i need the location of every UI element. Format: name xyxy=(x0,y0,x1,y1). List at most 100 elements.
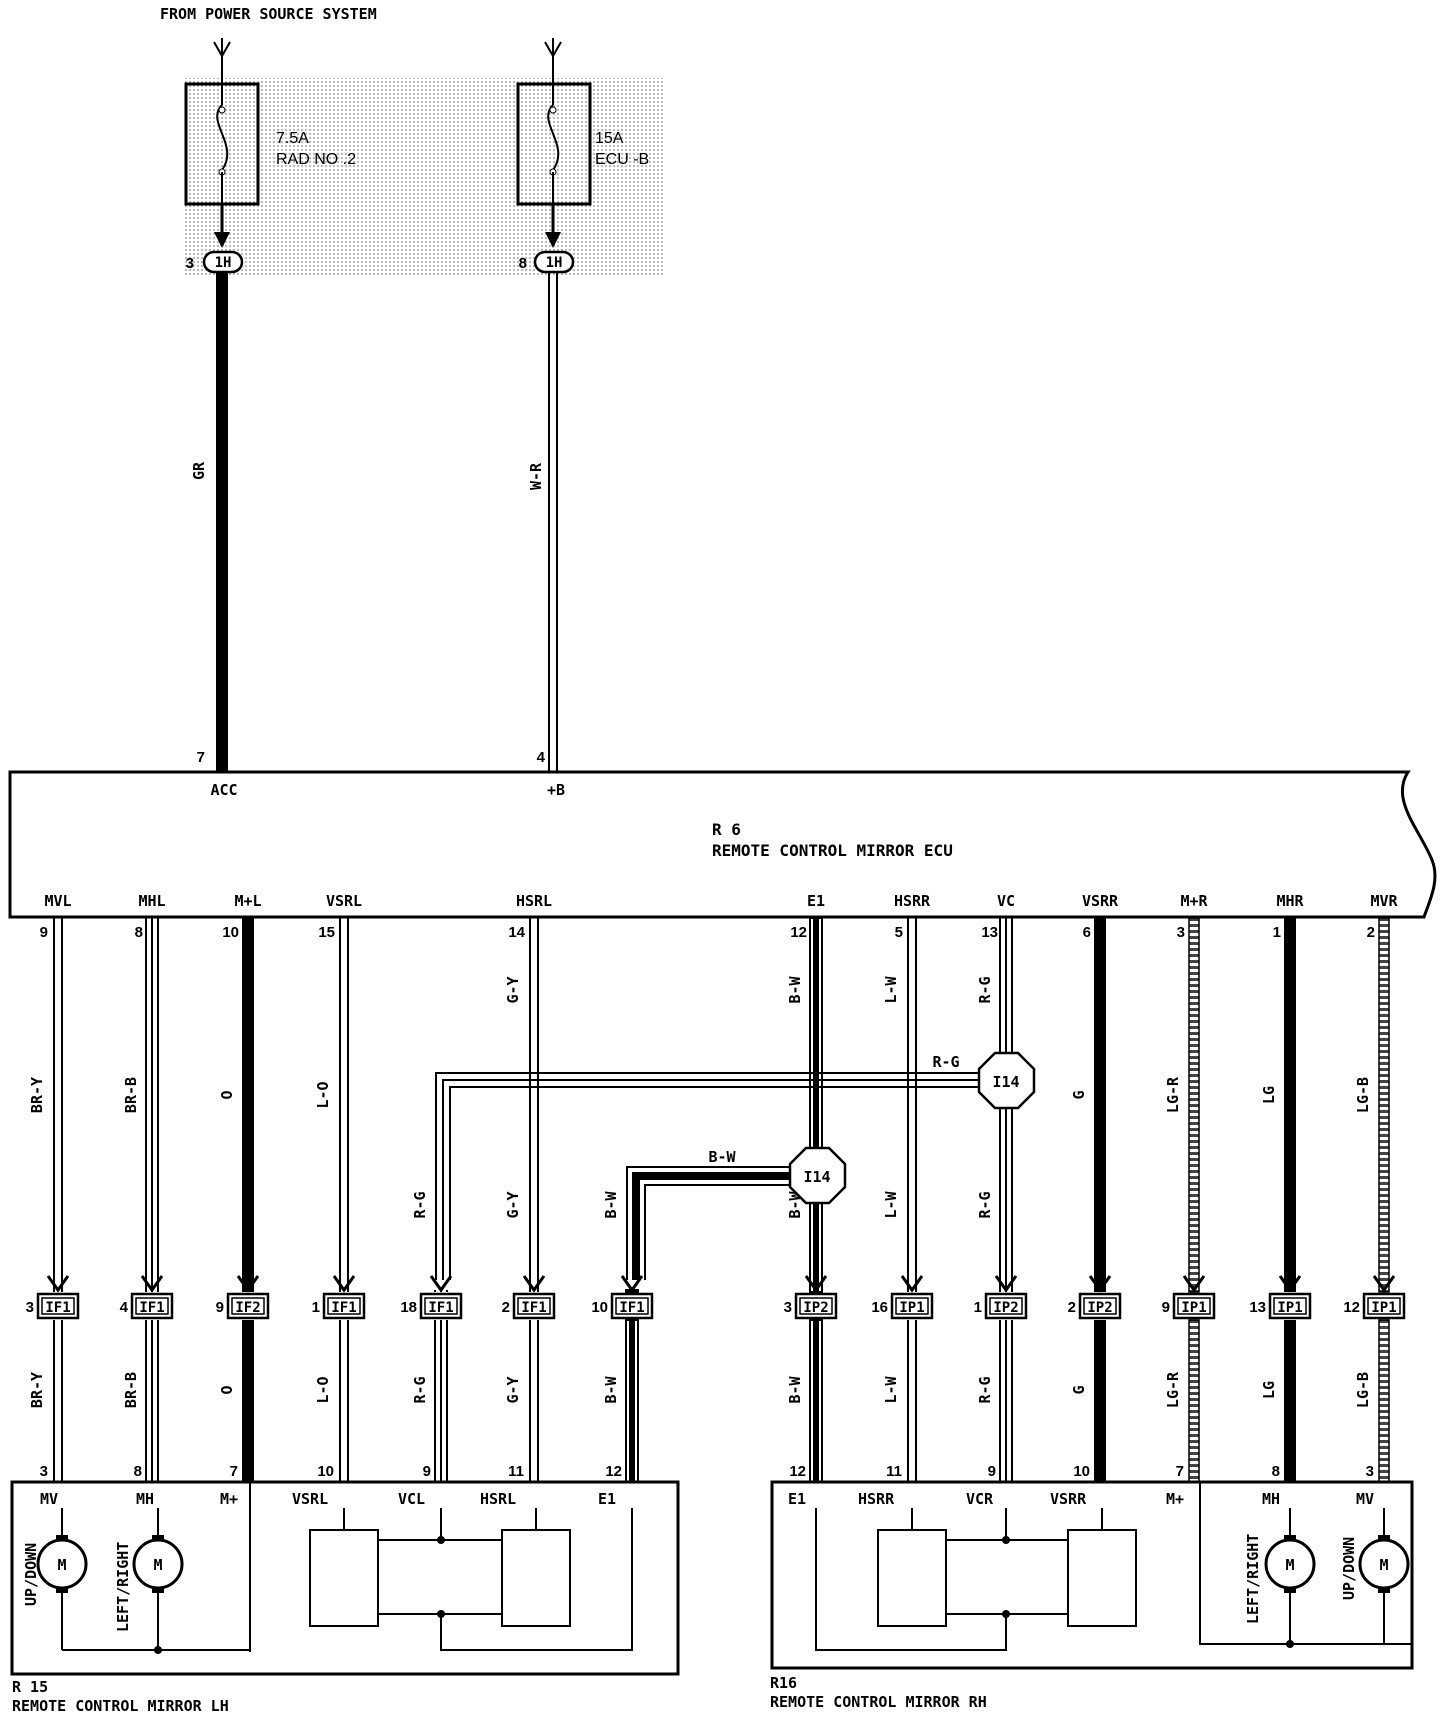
wire-color-upper: L-O xyxy=(314,1081,332,1108)
wire-color-upper: BR-Y xyxy=(28,1077,46,1113)
fuse-rad-no2: 7.5A RAD NO .2 xyxy=(184,82,356,206)
svg-text:IP1: IP1 xyxy=(1371,1300,1396,1316)
svg-text:14: 14 xyxy=(508,924,525,941)
svg-text:3: 3 xyxy=(1177,924,1185,941)
mirror-pin: 3 xyxy=(40,1463,48,1480)
svg-text:VCL: VCL xyxy=(398,1490,425,1508)
svg-text:9: 9 xyxy=(1162,1299,1170,1316)
fuse-icon xyxy=(547,104,560,171)
wire-color-lower: G xyxy=(1070,1385,1088,1394)
ecu-terminal-acc: ACC xyxy=(210,781,237,799)
svg-text:MHL: MHL xyxy=(138,892,165,910)
svg-text:UP/DOWN: UP/DOWN xyxy=(22,1543,40,1606)
svg-text:M+: M+ xyxy=(220,1490,238,1508)
svg-text:E1: E1 xyxy=(807,892,825,910)
wire-color-upper: R-G xyxy=(411,1191,429,1218)
wire-color-upper: BR-B xyxy=(122,1077,140,1113)
ecu-terminals: MVL MHL M+L VSRL HSRL E1 HSRR VC VSRR M+… xyxy=(40,892,1399,941)
svg-text:LEFT/RIGHT: LEFT/RIGHT xyxy=(1244,1534,1262,1624)
svg-text:1: 1 xyxy=(312,1299,320,1316)
input-arrow-icon xyxy=(213,38,562,84)
ecu-pin-acc: 7 xyxy=(197,749,205,766)
wire-color-lower: R-G xyxy=(976,1376,994,1403)
wire-arrow-icon xyxy=(1182,1275,1206,1293)
svg-text:3: 3 xyxy=(784,1299,792,1316)
ecu-box xyxy=(8,770,1437,919)
svg-text:M+R: M+R xyxy=(1180,892,1208,910)
svg-text:VCR: VCR xyxy=(966,1490,994,1508)
wire-color-lower: B-W xyxy=(602,1375,620,1403)
svg-text:9: 9 xyxy=(216,1299,224,1316)
mirror-lh-name: REMOTE CONTROL MIRROR LH xyxy=(12,1697,229,1715)
svg-text:IP1: IP1 xyxy=(1277,1300,1302,1316)
wire-arrow-icon xyxy=(1088,1275,1112,1293)
svg-text:10: 10 xyxy=(591,1299,608,1316)
mirror-lh-code: R 15 xyxy=(12,1678,48,1696)
wire-color-gr: GR xyxy=(190,461,208,480)
wire-arrow-icon xyxy=(236,1275,260,1293)
wire-arrow-icon xyxy=(994,1275,1018,1293)
fuse-ecu-pin: 8 xyxy=(519,255,527,272)
wire-color-lower: LG-B xyxy=(1354,1372,1372,1408)
svg-text:VSRR: VSRR xyxy=(1050,1490,1087,1508)
fuse-icon xyxy=(216,104,229,171)
svg-text:IP2: IP2 xyxy=(1087,1300,1112,1316)
wire-color-lower: LG-R xyxy=(1164,1371,1182,1408)
wire-arrow-icon xyxy=(1372,1275,1396,1293)
svg-text:VC: VC xyxy=(997,892,1015,910)
svg-text:IF1: IF1 xyxy=(331,1300,356,1316)
power-source-label: FROM POWER SOURCE SYSTEM xyxy=(160,5,377,23)
svg-text:13: 13 xyxy=(1249,1299,1266,1316)
svg-text:15A: 15A xyxy=(595,130,624,147)
svg-text:1: 1 xyxy=(1273,924,1281,941)
junction-connector: IF1 18 xyxy=(400,1292,463,1320)
svg-text:I14: I14 xyxy=(992,1073,1019,1091)
svg-text:5: 5 xyxy=(895,924,903,941)
splice-branch-r-g xyxy=(435,1072,985,1280)
svg-text:HSRL: HSRL xyxy=(516,892,552,910)
svg-text:LEFT/RIGHT: LEFT/RIGHT xyxy=(114,1542,132,1632)
svg-text:MVL: MVL xyxy=(44,892,71,910)
svg-text:MV: MV xyxy=(1356,1490,1374,1508)
wire-color-lower: BR-B xyxy=(122,1372,140,1408)
svg-text:E1: E1 xyxy=(598,1490,616,1508)
wire-color-w-r: W-R xyxy=(527,462,545,490)
mirror-pin: 9 xyxy=(988,1463,996,1480)
junction-connector: IP2 3 xyxy=(784,1292,838,1320)
svg-text:7.5A: 7.5A xyxy=(276,130,309,147)
splice-branch-color-b-w: B-W xyxy=(708,1148,736,1166)
mirror-pin: 9 xyxy=(423,1463,431,1480)
mirror-rh: M M LEFT/RIGHT UP/DOWN E1 HSRR VCR VSRR … xyxy=(770,1480,1414,1711)
junction-connector: IP1 13 xyxy=(1249,1292,1312,1320)
svg-text:M: M xyxy=(1379,1556,1388,1574)
svg-text:IP2: IP2 xyxy=(803,1300,828,1316)
mirror-rh-code: R16 xyxy=(770,1674,797,1692)
wire-arrow-icon xyxy=(620,1275,644,1293)
svg-text:RAD NO .2: RAD NO .2 xyxy=(276,151,356,168)
svg-text:HSRR: HSRR xyxy=(894,892,931,910)
svg-text:IF1: IF1 xyxy=(619,1300,644,1316)
wire-color-lower: L-O xyxy=(314,1376,332,1403)
wire-color-lower: R-G xyxy=(411,1376,429,1403)
junction-connector: IF1 10 xyxy=(591,1292,654,1320)
wire-color-upper: O xyxy=(218,1090,236,1099)
svg-text:10: 10 xyxy=(222,924,239,941)
svg-text:18: 18 xyxy=(400,1299,417,1316)
svg-text:MV: MV xyxy=(40,1490,58,1508)
svg-text:IF1: IF1 xyxy=(428,1300,453,1316)
motor-icon: M xyxy=(1358,1535,1410,1593)
wire-harness: BR-YBR-Y3BR-BBR-B8OO7L-OL-O10R-GR-G9G-YG… xyxy=(28,917,1396,1483)
svg-text:9: 9 xyxy=(40,924,48,941)
wire-color-lower: B-W xyxy=(786,1375,804,1403)
svg-text:1H: 1H xyxy=(546,255,563,271)
motor-icon: M xyxy=(1264,1535,1316,1593)
wire-arrow-icon xyxy=(140,1275,164,1293)
mirror-pin: 10 xyxy=(1073,1463,1090,1480)
wire-color-upper: R-G xyxy=(976,976,994,1003)
